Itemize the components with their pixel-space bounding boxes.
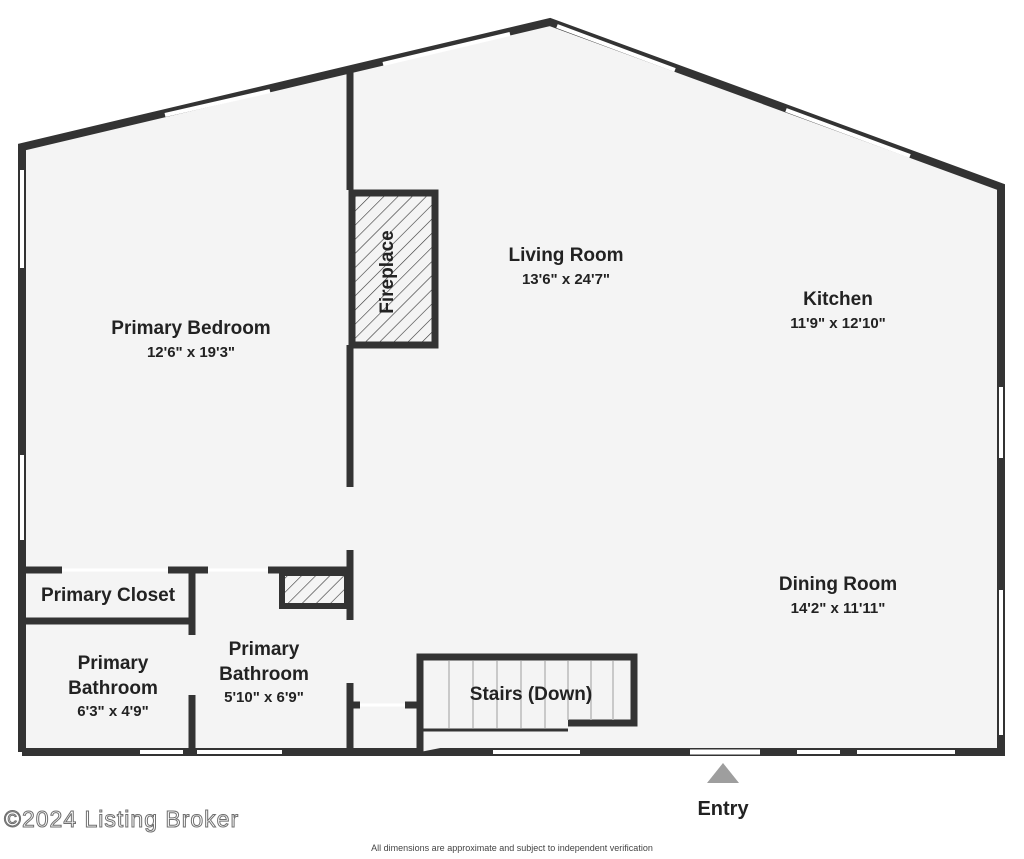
- room-dims-primary-bathroom-2: 5'10" x 6'9": [224, 689, 304, 706]
- room-label-primary-bathroom-1-line1: Primary: [78, 653, 149, 674]
- entry-arrow-icon: [707, 763, 739, 783]
- bathroom-fixture: [279, 570, 350, 609]
- room-label-kitchen: Kitchen: [803, 289, 873, 310]
- room-label-primary-bathroom-2-line2: Bathroom: [219, 664, 309, 685]
- window: [556, 24, 676, 72]
- room-label-primary-closet: Primary Closet: [41, 585, 176, 606]
- watermark: ©2024 Listing Broker: [3, 806, 240, 833]
- room-dims-primary-bathroom-1: 6'3" x 4'9": [77, 703, 148, 720]
- room-label-stairs: Stairs (Down): [470, 684, 592, 705]
- fireplace-label: Fireplace: [377, 230, 398, 313]
- window: [164, 89, 271, 117]
- window: [785, 108, 911, 158]
- room-label-primary-bedroom: Primary Bedroom: [111, 318, 270, 339]
- window: [382, 32, 511, 66]
- room-label-living-room: Living Room: [508, 245, 623, 266]
- room-dims-dining-room: 14'2" x 11'11": [791, 600, 886, 617]
- room-label-dining-room: Dining Room: [779, 574, 897, 595]
- disclaimer: All dimensions are approximate and subje…: [371, 843, 653, 853]
- room-dims-kitchen: 11'9" x 12'10": [790, 315, 886, 332]
- entry-label: Entry: [697, 798, 749, 820]
- room-label-primary-bathroom-1-line2: Bathroom: [68, 678, 158, 699]
- room-dims-living-room: 13'6" x 24'7": [522, 271, 610, 288]
- room-label-primary-bathroom-2-line1: Primary: [229, 639, 300, 660]
- fireplace: [348, 189, 439, 349]
- room-dims-primary-bedroom: 12'6" x 19'3": [147, 344, 235, 361]
- stairs: [416, 653, 638, 752]
